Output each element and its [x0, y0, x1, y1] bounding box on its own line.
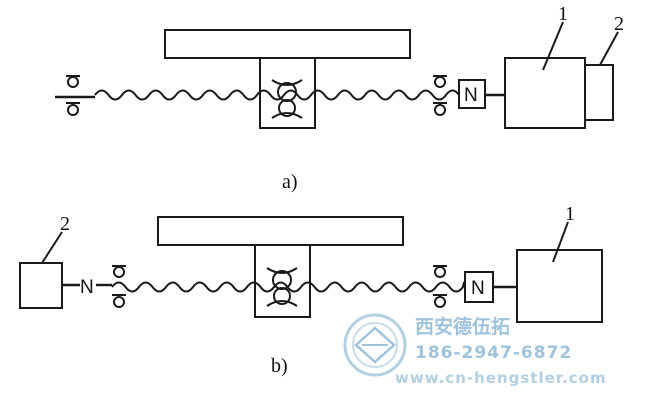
- figure-b: N N 1: [19, 203, 603, 377]
- fig-b-motor: [516, 249, 603, 323]
- fig-b-coupling-left-label: N: [80, 277, 94, 298]
- fig-b-nut-block: [254, 244, 311, 318]
- figure-a: N 1 2 a): [55, 3, 624, 193]
- fig-a-leader-2: [599, 31, 619, 66]
- fig-b-coupling-right: [464, 271, 494, 303]
- fig-a-leader-1: [542, 21, 564, 71]
- fig-a-bearing-left: [66, 75, 80, 116]
- fig-b-caption: b): [271, 355, 288, 377]
- fig-a-table: [164, 29, 411, 59]
- fig-a-ball-nut-symbol: [271, 79, 303, 119]
- fig-a-motor: [504, 57, 586, 129]
- fig-b-table: [157, 216, 404, 246]
- watermark-company: 西安德伍拓: [415, 315, 510, 338]
- fig-b-ball-nut-symbol: [266, 267, 298, 307]
- fig-a-caption: a): [282, 171, 298, 193]
- fig-b-label-1: 1: [565, 203, 575, 225]
- fig-a-bearing-right: [433, 75, 447, 116]
- fig-b-bearing-right: [433, 265, 447, 308]
- watermark-url: www.cn-hengstler.com: [395, 369, 607, 387]
- fig-b-leader-2: [41, 231, 63, 264]
- fig-a-coupling-label: N: [464, 85, 478, 106]
- watermark-logo-icon: [343, 313, 407, 377]
- fig-a-lead-screw: [94, 89, 460, 101]
- fig-b-label-2: 2: [60, 213, 70, 235]
- fig-b-encoder: [19, 262, 63, 309]
- watermark: 西安德伍拓 186-2947-6872 www.cn-hengstler.com: [343, 313, 607, 387]
- fig-b-leader-1: [552, 221, 569, 263]
- fig-a-encoder: [584, 64, 614, 121]
- fig-b-coupling-right-label: N: [471, 278, 485, 299]
- fig-b-lead-screw: [111, 281, 466, 293]
- fig-b-bearing-left: [112, 265, 126, 308]
- watermark-phone: 186-2947-6872: [415, 343, 572, 363]
- fig-a-label-2: 2: [614, 13, 624, 35]
- fig-a-label-1: 1: [558, 3, 568, 25]
